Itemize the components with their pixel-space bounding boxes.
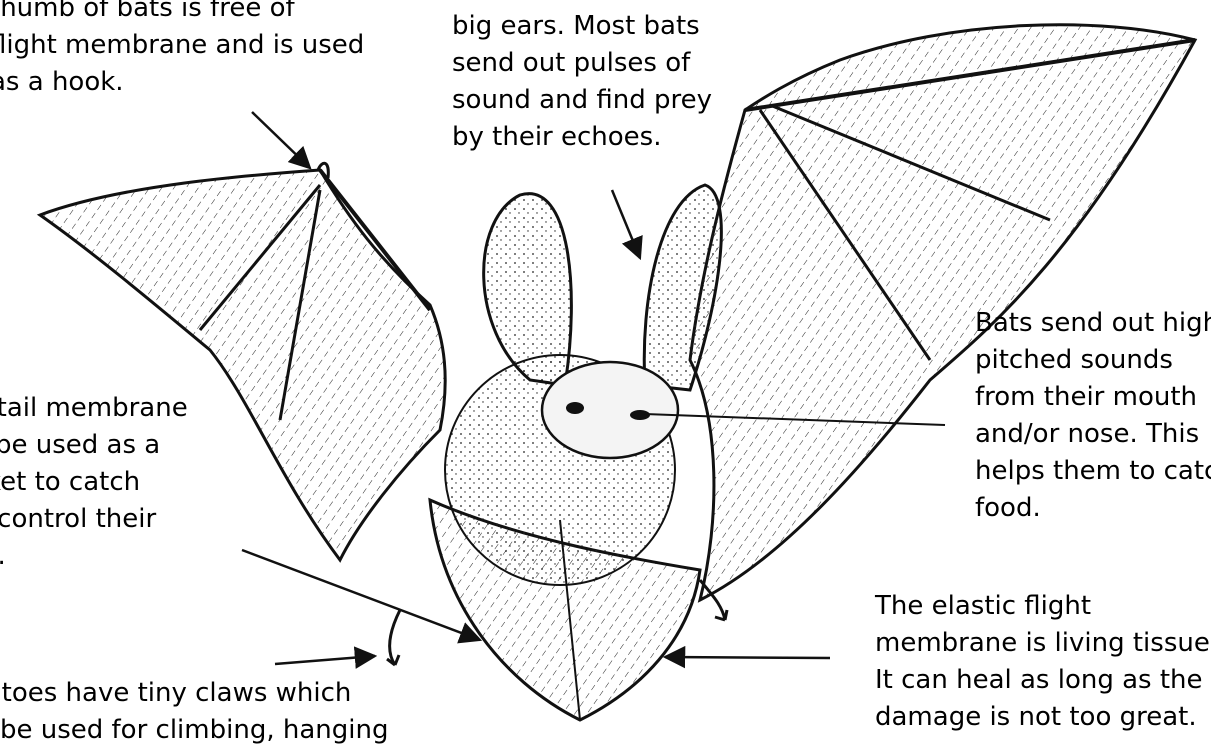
caption-membrane-line: The elastic flight xyxy=(875,588,1211,625)
caption-tail-line: The tail membrane xyxy=(0,390,188,427)
arrow-membrane xyxy=(665,657,830,658)
caption-tail: The tail membrane can be used as a baske… xyxy=(0,390,188,575)
caption-ears-line: send out pulses of xyxy=(452,45,712,82)
arrow-toes xyxy=(275,656,375,664)
eye xyxy=(566,402,584,414)
bat-head xyxy=(542,362,678,458)
caption-membrane-line: membrane is living tissue. xyxy=(875,625,1211,662)
caption-toes-line: can be used for climbing, hanging xyxy=(0,712,388,749)
caption-thumb-line: as a hook. xyxy=(0,64,364,101)
caption-tail-line: food. xyxy=(0,538,188,575)
caption-ears-line: big ears. Most bats xyxy=(452,8,712,45)
left-ear xyxy=(484,194,572,385)
caption-sounds-line: food. xyxy=(975,490,1211,527)
caption-sounds-line: from their mouth xyxy=(975,379,1211,416)
caption-thumb-line: thumb of bats is free of xyxy=(0,0,364,27)
caption-ears-line: by their echoes. xyxy=(452,119,712,156)
caption-sounds-line: helps them to catch xyxy=(975,453,1211,490)
caption-ears: big ears. Most bats send out pulses of s… xyxy=(452,8,712,156)
caption-toes-line: The toes have tiny claws which xyxy=(0,675,388,712)
caption-thumb: thumb of bats is free of flight membrane… xyxy=(0,0,364,101)
caption-membrane-line: It can heal as long as the xyxy=(875,662,1211,699)
caption-sounds-line: Bats send out high xyxy=(975,305,1211,342)
caption-tail-line: can be used as a xyxy=(0,427,188,464)
caption-toes: The toes have tiny claws which can be us… xyxy=(0,675,388,749)
caption-tail-line: basket to catch xyxy=(0,464,188,501)
caption-sounds-line: pitched sounds xyxy=(975,342,1211,379)
caption-sounds: Bats send out high pitched sounds from t… xyxy=(975,305,1211,527)
caption-sounds-line: and/or nose. This xyxy=(975,416,1211,453)
caption-thumb-line: flight membrane and is used xyxy=(0,27,364,64)
arrow-thumb xyxy=(252,112,310,168)
arrow-ears xyxy=(612,190,640,258)
left-foot xyxy=(387,610,400,665)
caption-ears-line: sound and find prey xyxy=(452,82,712,119)
caption-membrane-line: damage is not too great. xyxy=(875,699,1211,736)
caption-membrane: The elastic flight membrane is living ti… xyxy=(875,588,1211,736)
caption-tail-line: and control their xyxy=(0,501,188,538)
